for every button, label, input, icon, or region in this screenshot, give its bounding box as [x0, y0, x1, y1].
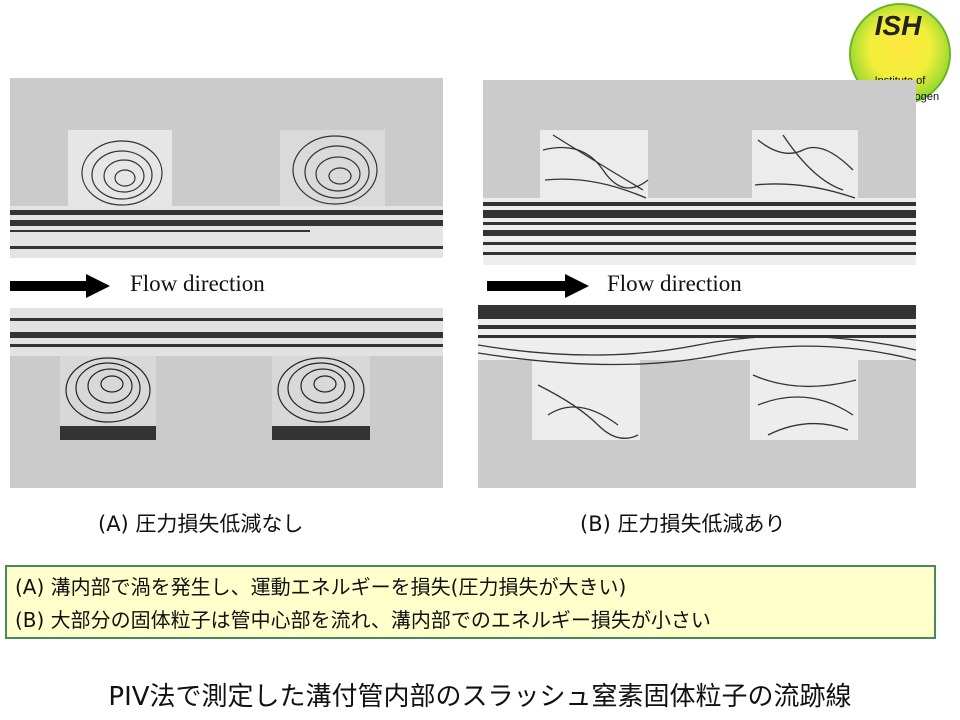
svg-text:ISH: ISH — [875, 10, 922, 41]
ish-logo: ISH Institute of Slush Hydrogen — [843, 2, 957, 108]
flow-direction-label-a: Flow direction — [130, 271, 265, 296]
notes-box: (A) 溝内部で渦を発生し、運動エネルギーを損失(圧力損失が大きい) (B) 大… — [5, 565, 936, 639]
streakline-image-a-bottom — [10, 308, 443, 488]
streakline-image-b-top — [483, 80, 916, 265]
streakline-image-a-top — [10, 78, 443, 258]
streakline-image-b-bottom — [478, 305, 916, 488]
flow-arrow-icon — [487, 274, 589, 302]
flow-arrow-icon — [10, 274, 110, 302]
caption-b: (B) 圧力損失低減あり — [580, 512, 786, 536]
note-b: (B) 大部分の固体粒子は管中心部を流れ、溝内部でのエネルギー損失が小さい — [15, 608, 711, 632]
note-a: (A) 溝内部で渦を発生し、運動エネルギーを損失(圧力損失が大きい) — [15, 575, 627, 599]
caption-a: (A) 圧力損失低減なし — [98, 512, 304, 536]
flow-direction-label-b: Flow direction — [607, 271, 742, 296]
slide-title: PIV法で測定した溝付管内部のスラッシュ窒素固体粒子の流跡線 — [108, 682, 852, 712]
